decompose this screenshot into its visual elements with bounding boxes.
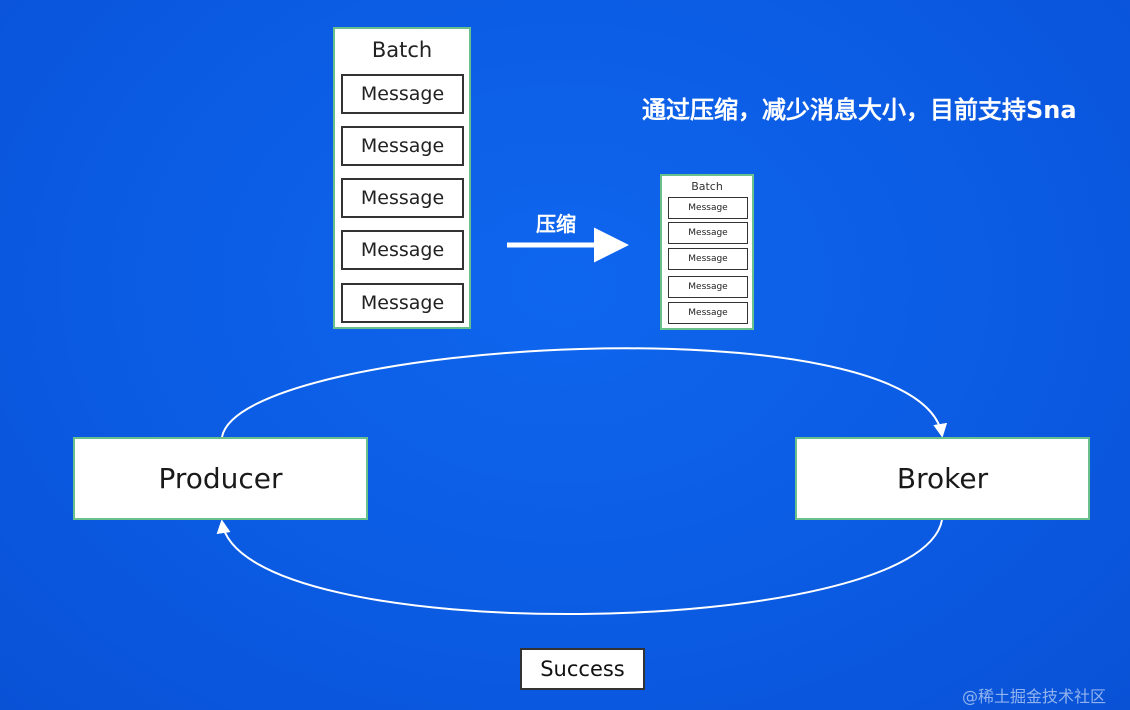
- ack-arc: [216, 519, 943, 616]
- message-box: Message: [668, 276, 748, 298]
- compress-label: 压缩: [536, 212, 576, 236]
- message-box: Message: [341, 230, 464, 270]
- message-box: Message: [341, 74, 464, 114]
- broker-node: Broker: [795, 437, 1090, 520]
- message-box: Message: [341, 283, 464, 323]
- success-label: Success: [520, 648, 645, 690]
- batch-title: Batch: [691, 180, 723, 193]
- message-box: Message: [668, 302, 748, 324]
- headline-text: 通过压缩，减少消息大小，目前支持Sna: [642, 96, 1077, 124]
- batch-title: Batch: [371, 38, 433, 62]
- message-box: Message: [668, 197, 748, 219]
- producer-node: Producer: [73, 437, 368, 520]
- message-box: Message: [668, 222, 748, 244]
- batch-original: Batch Message Message Message Message Me…: [333, 27, 471, 329]
- message-box: Message: [341, 178, 464, 218]
- batch-compressed: Batch Message Message Message Message Me…: [660, 174, 754, 330]
- send-arc: [221, 347, 948, 438]
- watermark: @稀土掘金技术社区: [962, 687, 1107, 706]
- message-box: Message: [341, 126, 464, 166]
- message-box: Message: [668, 248, 748, 270]
